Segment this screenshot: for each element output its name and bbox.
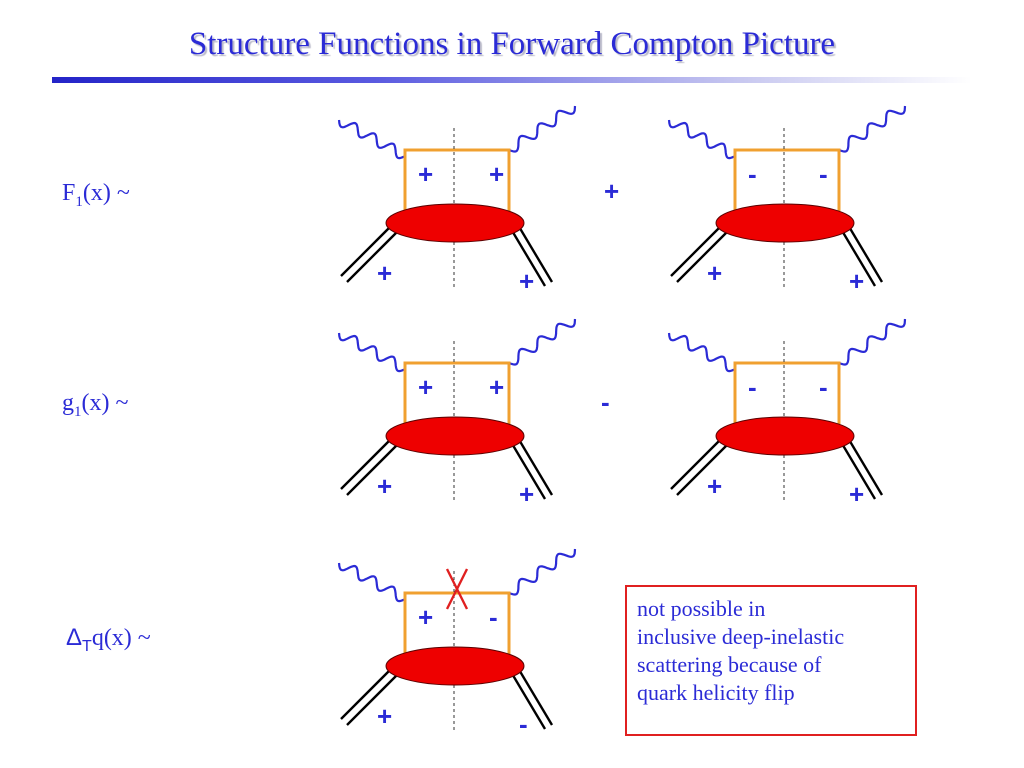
helicity-flip-cross (445, 568, 469, 610)
quark-helicity-left: - (748, 372, 757, 402)
nucleon-line-in (340, 225, 392, 277)
slide-title: Structure Functions in Forward Compton P… (188, 26, 836, 62)
nucleon-helicity-left: + (377, 258, 392, 288)
photon-out (508, 105, 577, 153)
diagram-4: - - + + (667, 318, 907, 509)
g1-label: g1(x) ~ (62, 390, 129, 420)
quark-helicity-right: - (819, 159, 828, 189)
nucleon-line-out (839, 228, 877, 287)
diagram-1: + + + + (337, 105, 577, 296)
quark-helicity-left: + (418, 159, 433, 189)
nucleon-helicity-left: + (707, 471, 722, 501)
nucleon-blob (385, 416, 525, 456)
nucleon-helicity-right: + (519, 266, 534, 296)
quark-helicity-left: - (748, 159, 757, 189)
photon-in (337, 562, 406, 603)
note-line: quark helicity flip (637, 680, 795, 705)
nucleon-line-in (346, 674, 398, 726)
photon-in (667, 332, 736, 373)
f1-operator: + (604, 176, 619, 206)
quark-box (403, 361, 511, 424)
nucleon-line-out (839, 441, 877, 500)
nucleon-helicity-left: + (377, 701, 392, 731)
nucleon-line-out (846, 224, 884, 283)
quark-helicity-right: - (819, 372, 828, 402)
nucleon-line-in (670, 438, 722, 490)
nucleon-blob (715, 416, 855, 456)
nucleon-blob (715, 203, 855, 243)
nucleon-line-in (670, 225, 722, 277)
f1-label: F1(x) ~ (62, 180, 130, 210)
nucleon-helicity-left: + (707, 258, 722, 288)
nucleon-helicity-right: - (519, 709, 528, 739)
note-line: not possible in (637, 596, 766, 621)
quark-helicity-left: + (418, 602, 433, 632)
diagram-5: + - + - (337, 548, 577, 739)
photon-in (337, 119, 406, 160)
note-line: scattering because of (637, 652, 822, 677)
nucleon-line-out (509, 228, 547, 287)
quark-helicity-right: - (489, 602, 498, 632)
nucleon-helicity-right: + (849, 479, 864, 509)
photon-in (667, 119, 736, 160)
photon-out (508, 318, 577, 366)
nucleon-line-in (676, 231, 728, 283)
transversity-label: ΔTq(x) ~ (66, 624, 151, 655)
diagrams-layer: + + + + - - + + + + + + - - + + + - + - (337, 105, 907, 739)
quark-box (403, 148, 511, 211)
nucleon-line-in (346, 444, 398, 496)
note-box: not possible in inclusive deep-inelastic… (625, 585, 917, 736)
photon-out (838, 318, 907, 366)
nucleon-blob (385, 646, 525, 686)
g1-operator: - (601, 387, 610, 417)
nucleon-line-out (846, 437, 884, 496)
quark-box (733, 148, 841, 211)
quark-helicity-right: + (489, 159, 504, 189)
quark-helicity-right: + (489, 372, 504, 402)
nucleon-helicity-left: + (377, 471, 392, 501)
quark-box (733, 361, 841, 424)
nucleon-line-out (516, 667, 554, 726)
diagram-2: - - + + (667, 105, 907, 296)
nucleon-helicity-right: + (849, 266, 864, 296)
nucleon-line-out (509, 671, 547, 730)
nucleon-line-in (340, 438, 392, 490)
nucleon-helicity-right: + (519, 479, 534, 509)
title-underline (52, 77, 972, 83)
nucleon-line-in (346, 231, 398, 283)
photon-out (838, 105, 907, 153)
photon-in (337, 332, 406, 373)
nucleon-line-out (516, 437, 554, 496)
note-line: inclusive deep-inelastic (637, 624, 845, 649)
nucleon-line-in (340, 668, 392, 720)
quark-box (403, 591, 511, 654)
quark-helicity-left: + (418, 372, 433, 402)
nucleon-line-out (516, 224, 554, 283)
photon-out (508, 548, 577, 596)
nucleon-blob (385, 203, 525, 243)
diagram-3: + + + + (337, 318, 577, 509)
nucleon-line-out (509, 441, 547, 500)
nucleon-line-in (676, 444, 728, 496)
